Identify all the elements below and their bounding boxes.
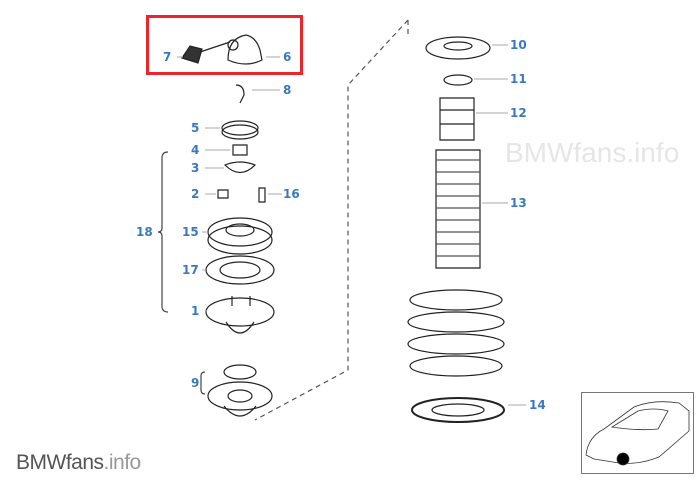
callout-9[interactable]: 9: [191, 376, 200, 390]
part-8-clip: [235, 84, 245, 104]
part-5-cap: [221, 120, 259, 136]
part-13-dust-boot: [435, 149, 481, 269]
callout-5[interactable]: 5: [191, 121, 200, 135]
part-6-cover: [227, 34, 263, 65]
callout-6[interactable]: 6: [283, 50, 292, 64]
part-16-bolt: [258, 187, 266, 203]
callout-13[interactable]: 13: [510, 196, 527, 210]
logo-brand: BMWfans: [16, 451, 104, 474]
car-outline-icon: [585, 401, 690, 466]
part-9-bearing: [207, 364, 273, 417]
callout-17[interactable]: 17: [182, 263, 199, 277]
part-3-washer: [223, 161, 257, 174]
part-10-top-mount: [425, 36, 491, 60]
callout-8[interactable]: 8: [283, 83, 292, 97]
callout-3[interactable]: 3: [191, 161, 200, 175]
part-2-nut: [217, 189, 229, 199]
callout-1[interactable]: 1: [191, 304, 200, 318]
logo-suffix: .info: [103, 451, 142, 474]
part-7-cap-boot: [181, 41, 231, 64]
callout-7[interactable]: 7: [163, 50, 172, 64]
part-4-nut: [232, 144, 248, 156]
callout-12[interactable]: 12: [510, 106, 527, 120]
callout-11[interactable]: 11: [510, 72, 527, 86]
assembly-dashed-line: [254, 19, 409, 421]
callout-16[interactable]: 16: [283, 187, 300, 201]
bmwfans-logo: BMWfans.info: [16, 451, 141, 475]
coil-spring: [407, 289, 505, 377]
vehicle-location-thumbnail: [581, 392, 694, 474]
callout-4[interactable]: 4: [191, 143, 200, 157]
part-11-washer: [443, 74, 473, 86]
callout-15[interactable]: 15: [182, 225, 199, 239]
part-17-gasket: [205, 255, 275, 285]
callout-14[interactable]: 14: [529, 398, 546, 412]
part-1-mount: [205, 296, 275, 334]
part-14-spring-pad: [411, 397, 505, 423]
part-12-bump-stop: [439, 97, 475, 141]
callout-10[interactable]: 10: [510, 38, 527, 52]
callout-18[interactable]: 18: [136, 225, 153, 239]
selected-part-highlight: [146, 15, 303, 75]
watermark-logo: BMWfans.info: [505, 137, 680, 168]
callout-2[interactable]: 2: [191, 187, 200, 201]
part-15-plate: [207, 217, 273, 255]
